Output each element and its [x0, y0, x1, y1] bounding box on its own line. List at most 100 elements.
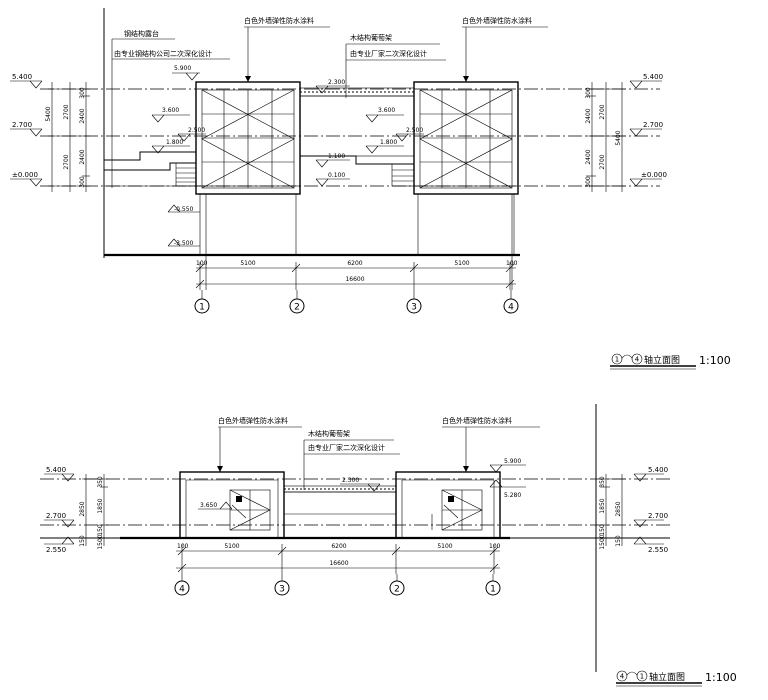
- level-0100: 0.100: [328, 172, 345, 179]
- level-2700-right: 2.700: [643, 121, 663, 129]
- level-0-right: ±0.000: [641, 171, 667, 179]
- left-level-markers: 5.400 2.700 ±0.000: [10, 73, 43, 187]
- hdim-2-total: 16600: [329, 560, 348, 567]
- callout-pergola: 木结构葡萄架: [350, 33, 392, 42]
- level2-2550-right: 2.550: [648, 546, 668, 554]
- callout2-pergola-note: 由专业厂家二次深化设计: [308, 443, 385, 452]
- level2-5400-left: 5.400: [46, 466, 66, 474]
- level-3600-a: 3.600: [162, 107, 179, 114]
- drawing-title-2: 4 1 轴立面图 1:100: [616, 670, 737, 687]
- building-block-left: [195, 81, 301, 255]
- vdim2-left-b1: 1500: [97, 534, 104, 549]
- hdim-1-s3: 5100: [454, 260, 469, 267]
- level-2300: 2.300: [328, 79, 345, 86]
- level2-5400-right: 5.400: [648, 466, 668, 474]
- vdim-left-b2: 300: [79, 87, 86, 99]
- vdim2-left-b2: 150: [97, 524, 104, 536]
- vdim2-right-d1: 2850: [615, 501, 622, 516]
- right-level-markers: 5.400 2.700 ±0.000: [629, 73, 667, 187]
- callout2-wall-left: 白色外墙弹性防水涂料: [218, 416, 288, 425]
- vdim2-right-c2: 1850: [599, 498, 606, 513]
- hdim-2-s2: 6200: [331, 543, 346, 550]
- callout2-pergola: 木结构葡萄架: [308, 429, 350, 438]
- vdim2-left-b3: 1850: [97, 498, 104, 513]
- level-3600-b: 3.600: [378, 107, 395, 114]
- callout-steel-note: 由专业钢结构公司二次深化设计: [114, 49, 212, 58]
- inner-level-markers-2: 5.900 5.280 3.650 2.300: [198, 458, 526, 510]
- axis-bubble-1-a: 1: [199, 303, 205, 313]
- level2-2300: 2.300: [342, 477, 359, 484]
- axis-bubble-1-d: 4: [508, 303, 514, 313]
- right-vertical-dims: 300 2400 2400 300 2700 2700 5400: [585, 82, 626, 192]
- vdim-right-c3: 300: [585, 176, 592, 188]
- elevation-1: 5.400 2.700 ±0.000 5400 2700 2700 300 24…: [10, 8, 731, 370]
- axis-bubble-1-c: 3: [411, 303, 417, 313]
- level-5400-right: 5.400: [643, 73, 663, 81]
- vdim-left-a2: 2700: [63, 154, 70, 169]
- level-minus-3500: -3.500: [174, 240, 194, 247]
- level-2500-b: 2.500: [406, 127, 423, 134]
- building-block-left-2: [179, 471, 285, 539]
- axis-bubbles-2: 4 3 2 1: [174, 574, 501, 596]
- vdim2-left-a2: 150: [79, 535, 86, 547]
- vdim2-right-c4: 1500: [599, 534, 606, 549]
- callouts-elevation-2: 白色外墙弹性防水涂料 木结构葡萄架 由专业厂家二次深化设计 白色外墙弹性防水涂料: [217, 416, 540, 490]
- vdim2-right-c1: 350: [599, 476, 606, 488]
- axis-bubbles-1: 1 2 3 4: [194, 290, 519, 314]
- vdim-right-c1: 300: [585, 87, 592, 99]
- title-2-name: 轴立面图: [649, 671, 685, 683]
- hdim-1-e1: 100: [196, 260, 208, 267]
- callout-wall-left: 白色外墙弹性防水涂料: [244, 16, 314, 25]
- title-1-to: 4: [635, 356, 640, 364]
- title-2-scale: 1:100: [705, 671, 737, 684]
- level-1800-b: 1.800: [380, 139, 397, 146]
- horizontal-dims-2: 100 5100 6200 5100 100 16600: [176, 543, 501, 574]
- callout2-wall-right: 白色外墙弹性防水涂料: [442, 416, 512, 425]
- callout-steel-terrace: 钢结构露台: [124, 29, 159, 38]
- vdim2-left-a1: 2850: [79, 501, 86, 516]
- level2-5280: 5.280: [504, 492, 521, 499]
- vdim-right-c2: 2400: [585, 108, 592, 123]
- level2-2550-left: 2.550: [46, 546, 66, 554]
- level-1100: 1.100: [328, 153, 345, 160]
- callout-wall-right: 白色外墙弹性防水涂料: [462, 16, 532, 25]
- level-5400-left: 5.400: [12, 73, 32, 81]
- level-0-left: ±0.000: [12, 171, 38, 179]
- level-2500-a: 2.500: [188, 127, 205, 134]
- right-vertical-dims-2: 350 1850 150 1500 2850 150: [599, 474, 626, 550]
- hdim-2-s3: 5100: [437, 543, 452, 550]
- callouts-elevation-1: 钢结构露台 由专业钢结构公司二次深化设计 白色外墙弹性防水涂料 木结构葡萄架 由…: [111, 16, 548, 188]
- vdim2-right-c3: 150: [599, 524, 606, 536]
- vdim-left-total: 5400: [45, 106, 52, 121]
- vdim-left-b3: 2400: [79, 149, 86, 164]
- horizontal-dims-1: 100 5100 6200 5100 100 16600: [195, 260, 518, 290]
- level2-2700-left: 2.700: [46, 512, 66, 520]
- title-2-from: 4: [620, 673, 625, 681]
- vdim2-left-b4: 350: [97, 476, 104, 488]
- left-level-markers-2: 5.400 2.700 2.550: [44, 466, 75, 554]
- axis-bubble-2-d: 1: [490, 585, 496, 595]
- pergola-middle: [299, 87, 415, 187]
- building-block-right-2: [395, 471, 501, 539]
- hdim-1-total: 16600: [345, 276, 364, 283]
- vdim-left-b4: 300: [79, 176, 86, 188]
- hdim-1-e2: 100: [506, 260, 518, 267]
- drawing-title-1: 1 4 轴立面图 1:100: [610, 353, 731, 370]
- building-block-right: [413, 81, 519, 255]
- vdim-right-c4: 2400: [585, 149, 592, 164]
- hdim-2-e2: 100: [489, 543, 501, 550]
- steel-terrace-left: [104, 151, 197, 187]
- level-minus-0550: -0.550: [174, 206, 194, 213]
- hdim-1-s2: 6200: [347, 260, 362, 267]
- title-1-from: 1: [615, 356, 619, 364]
- left-vertical-dims: 5400 2700 2700 300 2400 2400 300: [45, 82, 90, 192]
- level2-2700-right: 2.700: [648, 512, 668, 520]
- axis-bubble-2-b: 3: [279, 585, 285, 595]
- callout-pergola-note: 由专业厂家二次深化设计: [350, 49, 427, 58]
- level-5900: 5.900: [174, 65, 191, 72]
- vdim-left-a1: 2700: [63, 104, 70, 119]
- hdim-1-s1: 5100: [240, 260, 255, 267]
- axis-bubble-2-c: 2: [394, 585, 400, 595]
- hdim-2-s1: 5100: [224, 543, 239, 550]
